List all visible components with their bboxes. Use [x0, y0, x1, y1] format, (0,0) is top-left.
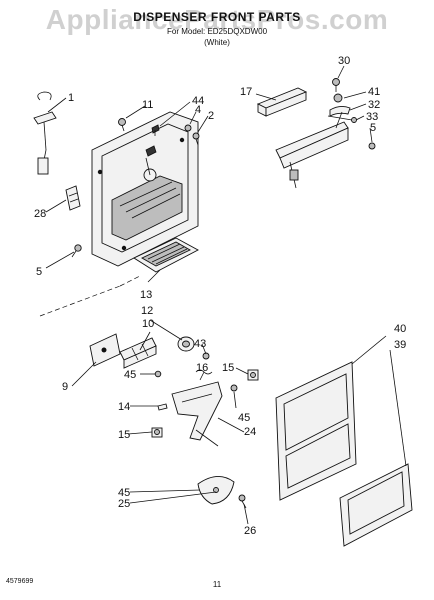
part-45-clip-upper — [154, 370, 162, 378]
part-13-grille — [133, 237, 199, 273]
part-11-screw — [118, 118, 126, 132]
callout-25: 25 — [118, 498, 130, 510]
part-32-arm — [329, 105, 351, 117]
leader-lines — [45, 65, 407, 525]
callout-33: 33 — [366, 111, 378, 123]
part-number: 4579699 — [6, 578, 34, 585]
part-1-wire-clip — [33, 91, 57, 175]
callout-9: 9 — [62, 381, 68, 393]
part-28-block — [65, 185, 81, 211]
part-5-screw-right — [368, 142, 376, 150]
part-4-clip — [184, 124, 192, 132]
callout-26: 26 — [244, 525, 256, 537]
part-25-paddle — [197, 476, 235, 505]
callout-17: 17 — [240, 86, 252, 98]
callout-45-a: 45 — [124, 369, 136, 381]
switch-bracket — [275, 111, 349, 189]
part-26-screw — [238, 494, 247, 509]
part-15-bushing-right — [247, 369, 259, 381]
part-41-pivot — [333, 93, 343, 103]
part-40-frame — [275, 361, 357, 501]
part-9-bezel — [89, 333, 121, 367]
callout-43: 43 — [194, 338, 206, 350]
callout-30: 30 — [338, 55, 350, 67]
callout-13: 13 — [140, 289, 152, 301]
part-44-screw — [151, 124, 160, 136]
part-45-clip-right — [230, 384, 238, 392]
model-line: For Model: ED25DQXDW00 — [166, 27, 268, 36]
part-24-lever — [171, 381, 223, 447]
callout-32: 32 — [368, 99, 380, 111]
part-2-screw — [192, 132, 200, 146]
watermark: AppliancePartsPros.com — [45, 4, 389, 35]
callout-39: 39 — [394, 339, 406, 351]
part-30-screw — [332, 78, 340, 92]
part-5-screw-left — [71, 244, 82, 258]
callout-2: 2 — [208, 110, 214, 122]
callout-11: 11 — [142, 99, 153, 111]
part-12-actuator — [177, 336, 195, 352]
callout-45-b: 45 — [238, 412, 250, 424]
callout-10: 10 — [142, 318, 154, 330]
callout-28: 28 — [34, 208, 46, 220]
callout-15-left: 15 — [118, 429, 130, 441]
callout-45-c: 45 — [118, 487, 130, 499]
page-number: 11 — [212, 580, 222, 589]
part-33-link — [327, 115, 357, 123]
reference-line — [39, 285, 121, 317]
part-14-pin — [157, 403, 168, 411]
color-line: (White) — [204, 38, 230, 47]
callout-15-right: 15 — [222, 362, 234, 374]
part-10-bracket — [119, 337, 157, 369]
callout-4: 4 — [195, 104, 201, 116]
callout-5-left: 5 — [36, 266, 42, 278]
callout-14: 14 — [118, 401, 130, 413]
callout-40: 40 — [394, 323, 406, 335]
callout-12: 12 — [141, 305, 153, 317]
callout-numbers: 1 2 4 5 5 9 10 11 12 13 14 15 15 16 17 2… — [34, 55, 406, 537]
part-15-bushing-left — [151, 427, 163, 438]
callout-24: 24 — [244, 426, 256, 438]
diagram-title: DISPENSER FRONT PARTS — [133, 10, 301, 24]
part-17-bar — [256, 87, 308, 117]
reference-line-2 — [119, 275, 141, 287]
callout-5-right: 5 — [370, 122, 376, 134]
dispenser-housing — [91, 111, 199, 267]
part-39-panel — [339, 463, 413, 547]
callout-44: 44 — [192, 95, 204, 107]
callout-16: 16 — [196, 362, 208, 374]
callout-1: 1 — [68, 92, 74, 104]
callout-41: 41 — [368, 86, 380, 98]
